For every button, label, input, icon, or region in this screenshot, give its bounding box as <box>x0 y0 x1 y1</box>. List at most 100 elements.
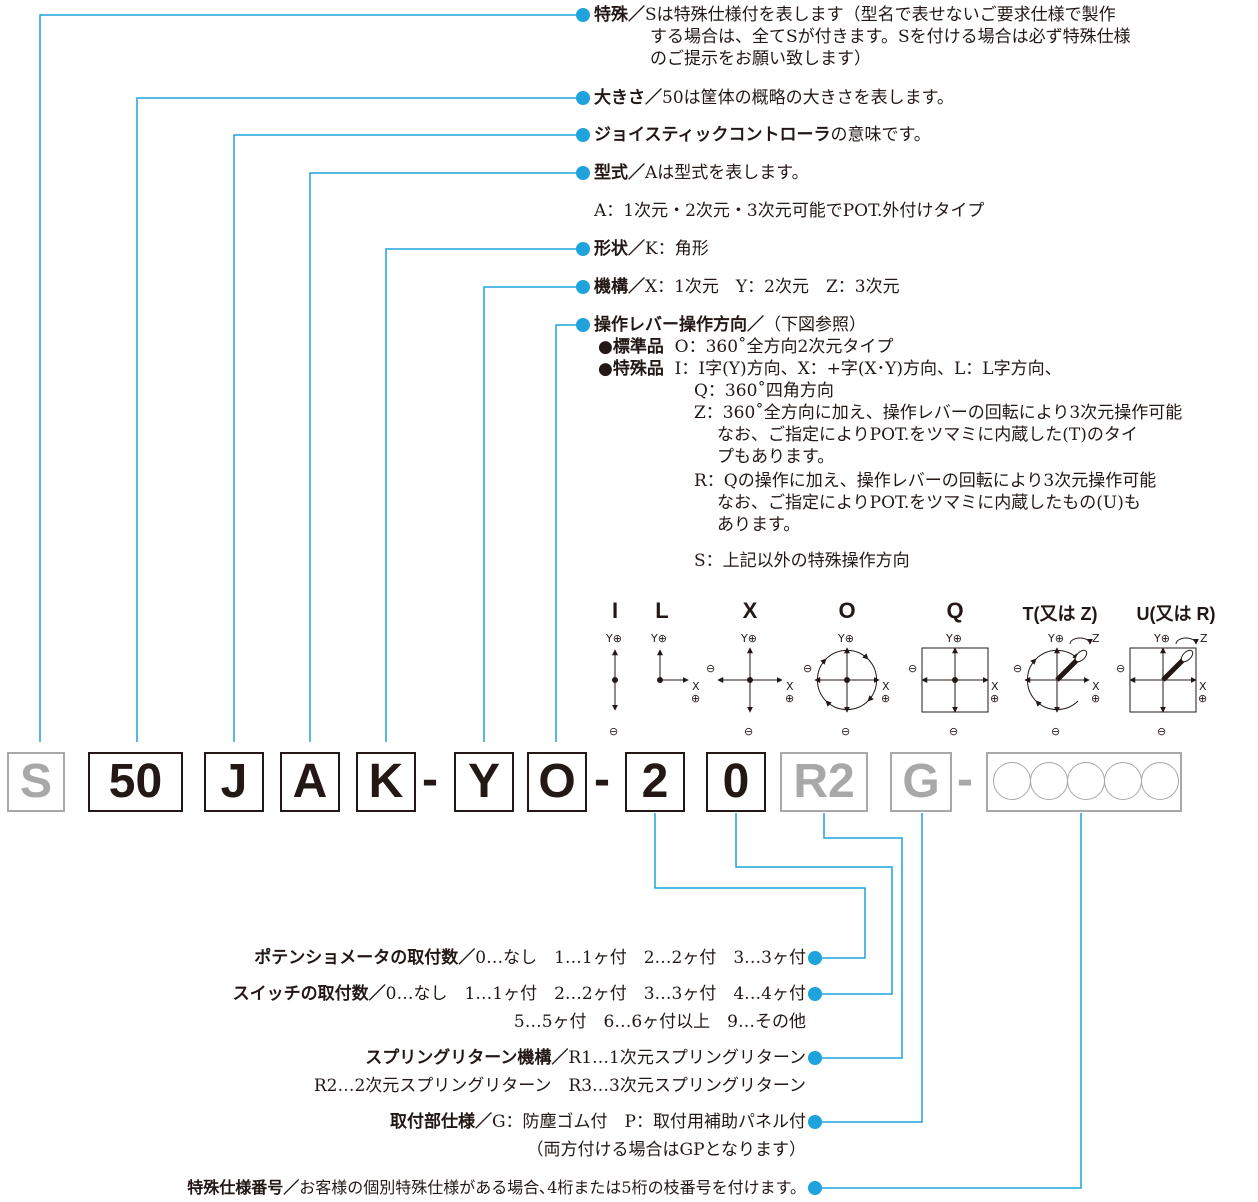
opt-spring: スプリングリターン機構／R1…1次元スプリングリターン <box>365 1048 806 1068</box>
dot-spring <box>808 1051 822 1065</box>
svg-text:Y⊕: Y⊕ <box>650 632 667 645</box>
leader-type <box>309 172 578 742</box>
dot-potentiometer <box>808 951 822 965</box>
code-dash-2: - <box>594 753 610 806</box>
svg-text:⊕: ⊕ <box>881 692 890 705</box>
leader-mechanism <box>483 286 578 742</box>
desc-mechanism: 機構／X：1次元 Y：2次元 Z：3次元 <box>594 277 900 297</box>
dot-special-number <box>808 1181 822 1195</box>
svg-text:X: X <box>1199 680 1207 693</box>
code-box-o: O <box>527 752 587 812</box>
desc-direction-z3: プもあります。 <box>717 447 835 467</box>
svg-text:X: X <box>692 680 700 693</box>
svg-text:Z: Z <box>1092 632 1100 645</box>
code-box-s: S <box>7 752 65 812</box>
code-dash-1: - <box>422 753 438 806</box>
dot-type <box>576 166 590 180</box>
svg-text:⊖: ⊖ <box>949 725 958 738</box>
digit-placeholder <box>1030 762 1068 800</box>
dir-label-l: L <box>655 598 669 623</box>
opt-mount-line2: （両方付ける場合はGPとなります） <box>526 1140 806 1160</box>
svg-text:⊕: ⊕ <box>785 692 794 705</box>
desc-special-line2: する場合は、全てSが付きます。Sを付ける場合は必ず特殊仕様 <box>650 27 1131 47</box>
desc-direction-special: ●特殊品 I：I字(Y)方向、X：+字(X･Y)方向、L：L字方向、 <box>598 359 1062 379</box>
desc-direction: 操作レバー操作方向／（下図参照） <box>594 315 866 335</box>
dot-joystick <box>576 128 590 142</box>
direction-icon-u: Y⊕ Z ⊖ X ⊕ ⊖ <box>1116 632 1208 738</box>
desc-direction-standard: ●標準品 O：360˚全方向2次元タイプ <box>598 337 894 357</box>
leader-spring <box>820 813 903 1059</box>
svg-text:Y⊕: Y⊕ <box>837 632 854 645</box>
svg-text:⊖: ⊖ <box>706 662 715 675</box>
dot-direction <box>576 318 590 332</box>
svg-text:⊖: ⊖ <box>1157 725 1166 738</box>
svg-text:X: X <box>991 680 999 693</box>
dot-mount <box>808 1115 822 1129</box>
desc-type-detail: A：1次元・2次元・3次元可能でPOT.外付けタイプ <box>594 201 985 221</box>
svg-text:⊕: ⊕ <box>990 692 999 705</box>
svg-text:⊖: ⊖ <box>609 725 618 738</box>
svg-text:Y⊕: Y⊕ <box>605 632 622 645</box>
svg-text:⊖: ⊖ <box>1116 662 1125 675</box>
svg-text:Y⊕: Y⊕ <box>1153 632 1170 645</box>
direction-icon-q: Y⊕ ⊖ X ⊕ ⊖ <box>908 632 999 738</box>
direction-icon-x: Y⊕ ⊖ X ⊕ ⊖ <box>706 632 794 738</box>
svg-text:⊕: ⊕ <box>1091 692 1100 705</box>
svg-text:X: X <box>786 680 794 693</box>
svg-text:⊖: ⊖ <box>1051 725 1060 738</box>
dot-switch <box>808 987 822 1001</box>
code-dash-3: - <box>957 753 973 806</box>
desc-type: 型式／Aは型式を表します。 <box>594 163 809 183</box>
svg-text:⊖: ⊖ <box>908 662 917 675</box>
svg-text:⊖: ⊖ <box>744 725 753 738</box>
desc-size: 大きさ／50は筐体の概略の大きさを表します。 <box>594 88 954 108</box>
desc-direction-s: S：上記以外の特殊操作方向 <box>694 551 910 571</box>
digit-placeholder <box>993 762 1031 800</box>
opt-switch-line2: 5…5ヶ付 6…6ヶ付以上 9…その他 <box>513 1012 806 1032</box>
code-box-2: 2 <box>625 752 685 812</box>
leader-direction <box>555 324 578 742</box>
desc-direction-r2: なお、ご指定によりPOT.をツマミに内蔵したもの(U)も <box>717 493 1141 513</box>
svg-text:⊖: ⊖ <box>803 662 812 675</box>
code-box-k: K <box>356 752 416 812</box>
dir-label-x: X <box>742 598 758 623</box>
code-box-r2: R2 <box>780 752 868 812</box>
dot-special <box>576 8 590 22</box>
dir-label-t: T(又は Z) <box>1022 604 1098 624</box>
digit-placeholder <box>1104 762 1142 800</box>
dir-label-o: O <box>838 598 856 623</box>
leader-special <box>39 14 578 742</box>
opt-mount: 取付部仕様／G：防塵ゴム付 P：取付用補助パネル付 <box>389 1112 806 1132</box>
opt-switch: スイッチの取付数／0…なし 1…1ヶ付 2…2ヶ付 3…3ヶ付 4…4ヶ付 <box>232 984 806 1004</box>
dir-label-i: I <box>611 598 619 623</box>
dot-mechanism <box>576 280 590 294</box>
svg-text:Z: Z <box>1200 632 1208 645</box>
leader-joystick <box>233 134 578 742</box>
desc-direction-z: Z：360˚全方向に加え、操作レバーの回転により3次元操作可能 <box>694 403 1183 423</box>
desc-direction-r: R：Qの操作に加え、操作レバーの回転により3次元操作可能 <box>694 471 1157 491</box>
desc-joystick: ジョイスティックコントローラの意味です。 <box>594 125 931 145</box>
opt-potentiometer: ポテンショメータの取付数／0…なし 1…1ヶ付 2…2ヶ付 3…3ヶ付 <box>254 948 806 968</box>
svg-text:Y⊕: Y⊕ <box>740 632 757 645</box>
svg-text:⊕: ⊕ <box>1198 692 1207 705</box>
desc-special: 特殊／Sは特殊仕様付を表します（型名で表せないご要求仕様で製作 <box>594 5 1116 25</box>
dot-shape <box>576 242 590 256</box>
dot-size <box>576 91 590 105</box>
digit-placeholder <box>1067 762 1105 800</box>
svg-text:X: X <box>882 680 890 693</box>
direction-icon-t: Y⊕ Z ⊖ X ⊕ ⊖ <box>1013 632 1100 738</box>
leader-special-number <box>820 813 1082 1189</box>
dir-label-q: Q <box>946 598 964 623</box>
svg-text:⊖: ⊖ <box>841 725 850 738</box>
desc-special-line3: のご提示をお願い致します） <box>650 49 871 69</box>
desc-direction-r3: あります。 <box>717 515 801 535</box>
code-box-50: 50 <box>88 752 183 812</box>
direction-icon-l: Y⊕ X ⊕ <box>650 632 700 705</box>
digit-placeholder <box>1141 762 1179 800</box>
code-box-y: Y <box>454 752 514 812</box>
leader-switch <box>735 813 893 995</box>
dir-label-u: U(又は R) <box>1136 604 1216 624</box>
code-box-j: J <box>204 752 264 812</box>
